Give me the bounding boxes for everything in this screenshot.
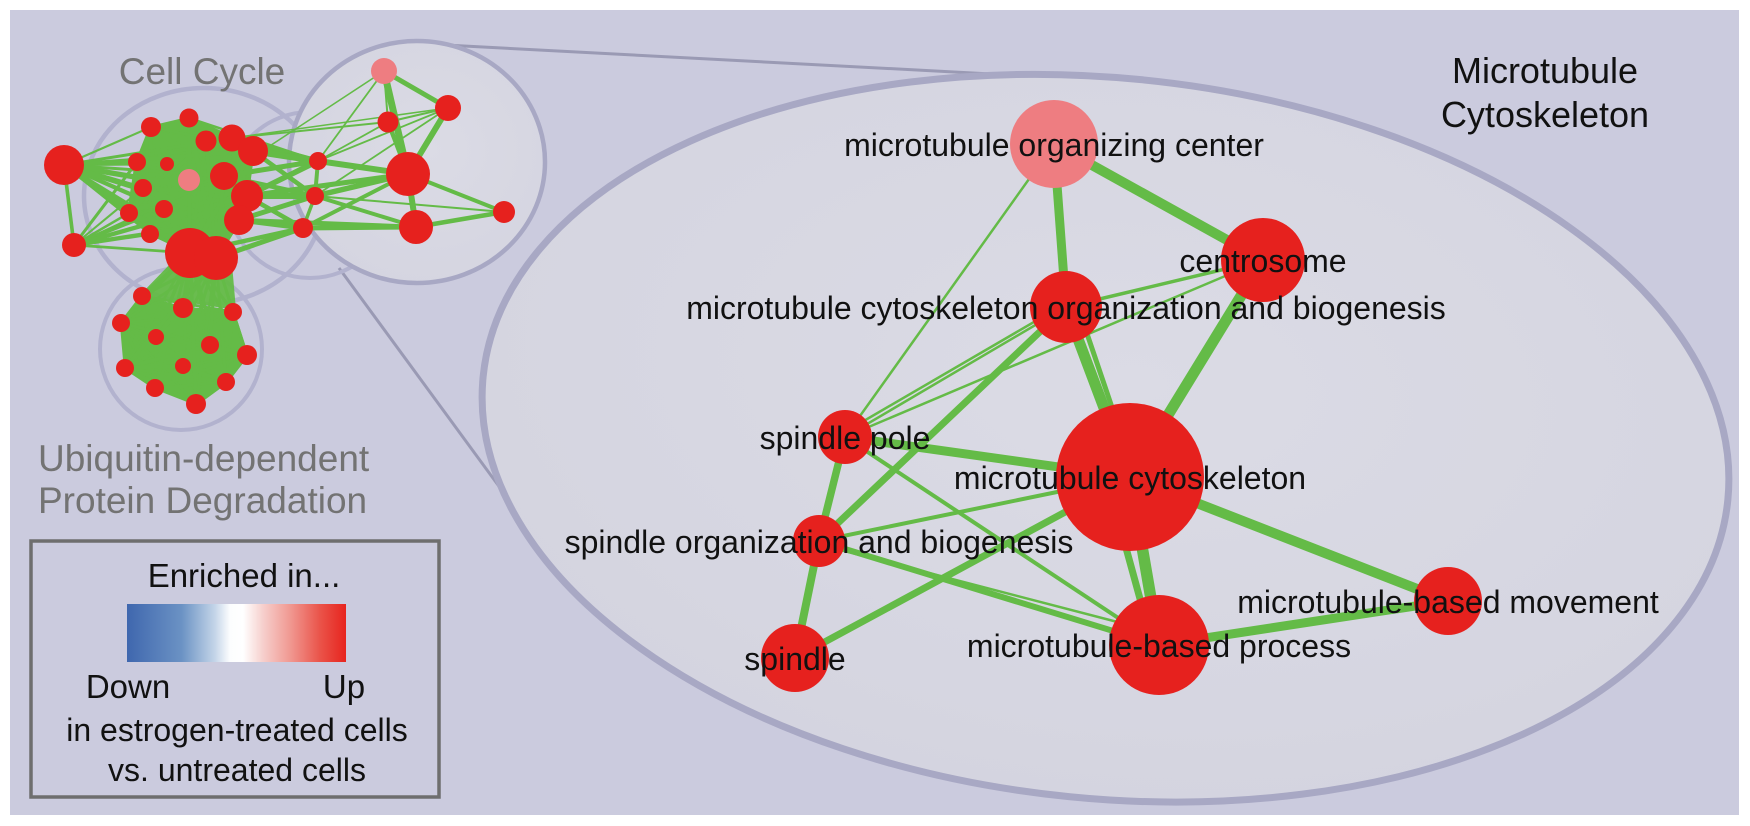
svg-text:microtubule organizing center: microtubule organizing center: [844, 127, 1264, 163]
svg-text:microtubule-based movement: microtubule-based movement: [1237, 584, 1659, 620]
svg-text:Protein Degradation: Protein Degradation: [38, 480, 367, 521]
svg-text:spindle pole: spindle pole: [760, 420, 931, 456]
svg-text:Enriched in...: Enriched in...: [148, 557, 341, 594]
svg-text:Cytoskeleton: Cytoskeleton: [1441, 94, 1649, 135]
svg-text:vs. untreated cells: vs. untreated cells: [108, 752, 366, 788]
svg-text:Ubiquitin-dependent: Ubiquitin-dependent: [38, 438, 370, 479]
svg-text:Down: Down: [86, 668, 170, 705]
svg-text:microtubule cytoskeleton: microtubule cytoskeleton: [954, 460, 1306, 496]
svg-text:Cell Cycle: Cell Cycle: [119, 51, 286, 92]
svg-text:in estrogen-treated cells: in estrogen-treated cells: [66, 712, 408, 748]
svg-text:centrosome: centrosome: [1179, 243, 1346, 279]
svg-text:microtubule cytoskeleton organ: microtubule cytoskeleton organization an…: [686, 290, 1446, 326]
svg-text:spindle organization and bioge: spindle organization and biogenesis: [565, 524, 1074, 560]
svg-text:Up: Up: [323, 668, 365, 705]
svg-text:microtubule-based process: microtubule-based process: [967, 628, 1351, 664]
svg-text:Microtubule: Microtubule: [1452, 50, 1638, 91]
svg-text:spindle: spindle: [744, 641, 845, 677]
